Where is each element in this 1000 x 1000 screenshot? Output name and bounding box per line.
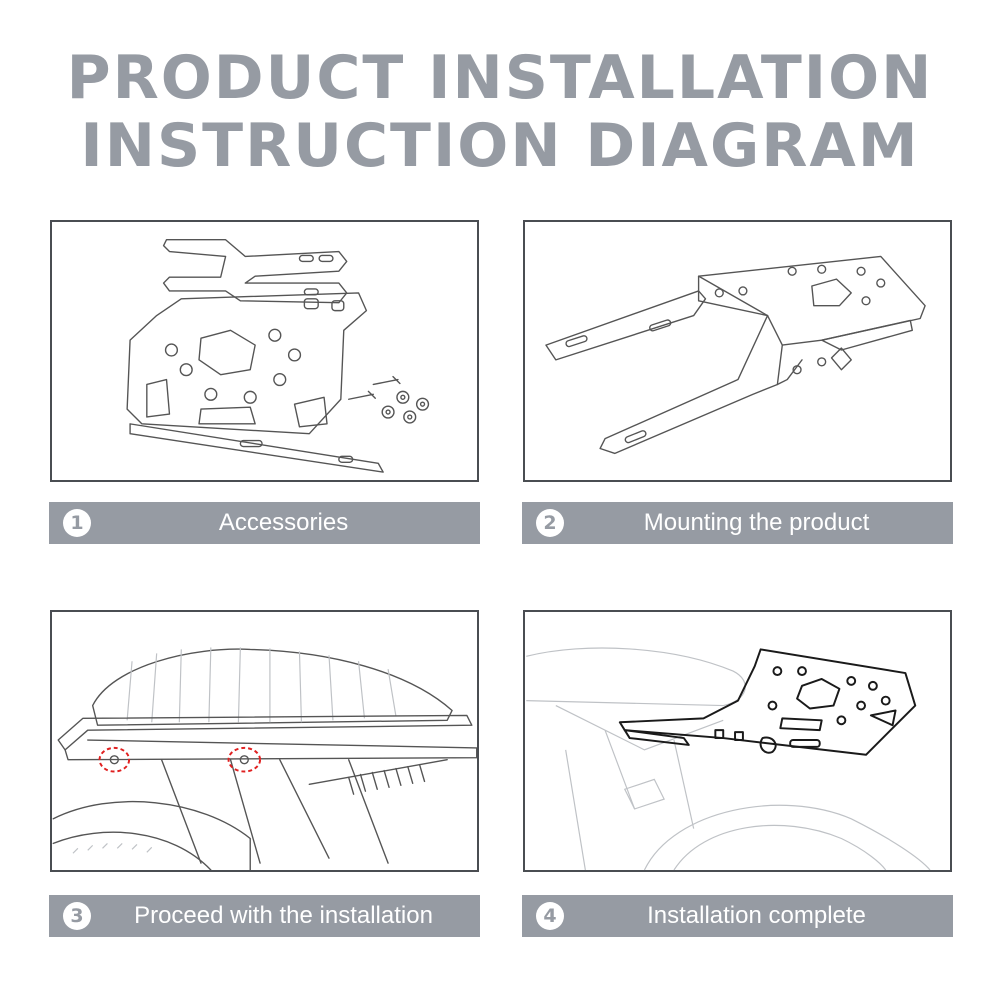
step-1-number: 1 (63, 509, 91, 537)
step-3-illustration (50, 610, 479, 872)
bolt-marker-right (227, 746, 262, 773)
step-1-label: Accessories (218, 509, 349, 536)
step-2-caption: 2 Mounting the product (522, 502, 953, 544)
diagram-title-line-1: PRODUCT INSTALLATION (66, 43, 934, 113)
step-3-number: 3 (63, 902, 91, 930)
step-3-label: Proceed with the installation (134, 902, 433, 929)
diagram-title-line-2: INSTRUCTION DIAGRAM (80, 111, 920, 181)
bolt-marker-left (98, 746, 131, 773)
step-1-illustration (50, 220, 479, 482)
step-4-caption: 4 Installation complete (522, 895, 953, 937)
step-2-illustration (523, 220, 952, 482)
motorcycle-seat-frame-sketch (52, 647, 477, 870)
step-4-number: 4 (536, 902, 564, 930)
step-2-number: 2 (536, 509, 564, 537)
step-4-label: Installation complete (647, 902, 866, 929)
step-2-label: Mounting the product (643, 509, 870, 536)
step-1-caption: 1 Accessories (49, 502, 480, 544)
step-4-illustration (523, 610, 952, 872)
step-3-caption: 3 Proceed with the installation (49, 895, 480, 937)
assembled-rack-sketch (545, 255, 926, 455)
installed-rack-sketch (526, 647, 931, 870)
rack-parts-sketch (126, 239, 430, 473)
